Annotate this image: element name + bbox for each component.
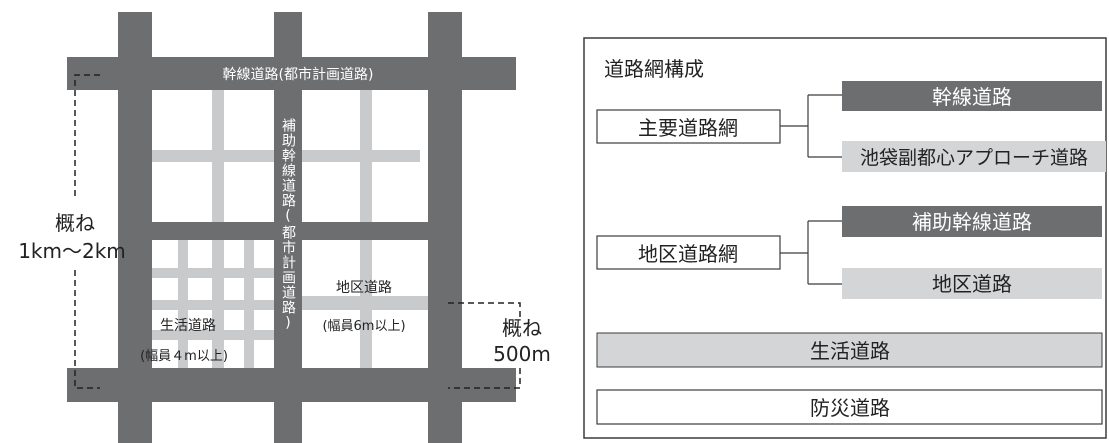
district-network-box — [596, 235, 781, 270]
living-road-box — [596, 332, 1103, 368]
district-box-label: 地区道路 — [932, 272, 1012, 296]
dimension-small-line1: 概ね — [502, 316, 542, 340]
road-map: 幹線道路(都市計画道路) 補助幹線道路(都市計画道路) 地区道路 (幅員6m以上… — [18, 12, 551, 443]
main-network-connector — [780, 94, 842, 158]
approach-box — [842, 141, 1106, 172]
auxiliary-box — [842, 206, 1102, 237]
disaster-road-box-label: 防災道路 — [810, 396, 890, 420]
dimension-small — [448, 302, 521, 389]
district-network-label: 地区道路網 — [638, 242, 738, 266]
living-road-label: 生活道路 — [160, 318, 216, 334]
dimension-large-line1: 概ね — [55, 211, 95, 235]
dimension-small-line2: 500m — [493, 342, 551, 366]
district-road-width: (幅員6m以上) — [322, 319, 405, 334]
arterial-box — [842, 81, 1102, 111]
dimension-large — [74, 74, 100, 389]
arterial-roads — [67, 12, 516, 443]
arterial-box-label: 幹線道路 — [932, 85, 1012, 109]
district-network-connector — [780, 220, 842, 285]
dimension-large-line2: 1km〜2km — [18, 239, 126, 263]
district-road-label: 地区道路 — [336, 280, 392, 296]
living-road-width: (幅員４m以上) — [140, 349, 228, 364]
auxiliary-road-label: 補助幹線道路(都市計画道路) — [280, 118, 296, 332]
approach-box-label: 池袋副都心アプローチ道路 — [860, 147, 1088, 169]
network-structure-panel: 道路網構成 主要道路網 幹線道路 池袋副都心アプローチ道路 地区道路網 補助幹線… — [583, 37, 1107, 439]
living-road-box-label: 生活道路 — [810, 339, 890, 363]
panel-title: 道路網構成 — [604, 57, 704, 81]
auxiliary-box-label: 補助幹線道路 — [912, 210, 1032, 234]
arterial-road-label: 幹線道路(都市計画道路) — [223, 66, 374, 83]
disaster-road-box — [596, 389, 1103, 425]
main-network-label: 主要道路網 — [638, 116, 738, 140]
district-box — [842, 268, 1102, 299]
